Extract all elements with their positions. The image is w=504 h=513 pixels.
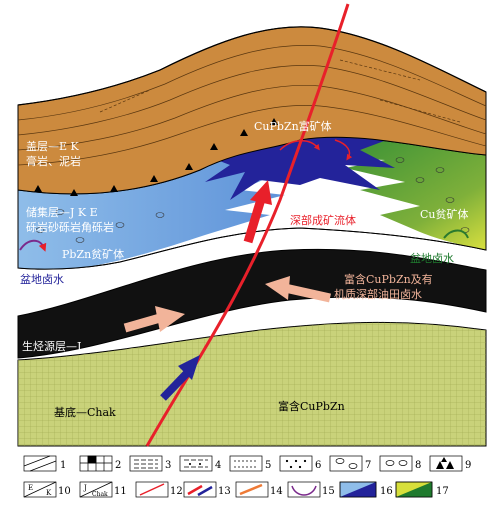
source-rock-label: 生烃源层—J bbox=[22, 339, 81, 353]
cap-rock-label-1: 盖层—E K bbox=[26, 139, 80, 153]
pbzn-lean-label: PbZn贫矿体 bbox=[62, 247, 124, 261]
legend-item-8: 8 bbox=[379, 455, 421, 472]
svg-text:10: 10 bbox=[58, 486, 71, 497]
source-rock-layer bbox=[17, 248, 487, 359]
legend-item-17: 17 bbox=[395, 481, 449, 498]
legend-row-2: E K 10 J Chak 11 12 13 14 bbox=[23, 481, 449, 498]
deep-brine-label-2: 机质深部油田卤水 bbox=[334, 287, 422, 301]
svg-text:17: 17 bbox=[436, 486, 449, 497]
svg-text:12: 12 bbox=[170, 486, 183, 497]
conglomerate-marks bbox=[35, 157, 470, 243]
circulation-arrow-left bbox=[19, 239, 47, 252]
svg-text:13: 13 bbox=[218, 486, 231, 497]
legend-item-10: E K 10 bbox=[23, 481, 71, 498]
migration-arrow-right bbox=[265, 276, 331, 303]
legend-item-1: 1 bbox=[23, 455, 66, 472]
svg-text:3: 3 bbox=[165, 460, 171, 471]
svg-text:6: 6 bbox=[315, 460, 321, 471]
svg-text:14: 14 bbox=[270, 486, 283, 497]
cap-rock-bedding bbox=[17, 45, 487, 166]
svg-text:15: 15 bbox=[322, 486, 335, 497]
circulation-arrow-top-right bbox=[334, 139, 353, 161]
lean-cu-ore-zone bbox=[300, 137, 486, 250]
svg-text:9: 9 bbox=[465, 460, 471, 471]
svg-text:16: 16 bbox=[380, 486, 393, 497]
legend-item-12: 12 bbox=[135, 481, 183, 498]
reservoir-label-1: 储集层—J K E bbox=[26, 205, 98, 219]
deep-blue-arrow bbox=[160, 355, 200, 401]
legend-item-2: 2 bbox=[79, 455, 121, 472]
legend-item-4: 4 bbox=[179, 455, 221, 472]
breccia-triangles bbox=[34, 118, 278, 196]
legend: 1 2 3 4 5 bbox=[23, 455, 471, 472]
svg-text:7: 7 bbox=[365, 460, 371, 471]
migration-arrow-left bbox=[123, 306, 185, 333]
rich-cupbzn-label: 富含CuPbZn bbox=[278, 399, 345, 413]
deep-fluid-arrow bbox=[243, 180, 272, 244]
svg-text:5: 5 bbox=[265, 460, 271, 471]
legend-item-11: J Chak 11 bbox=[79, 481, 127, 498]
legend-item-13: 13 bbox=[183, 481, 231, 498]
svg-text:8: 8 bbox=[415, 460, 421, 471]
svg-text:1: 1 bbox=[60, 460, 66, 471]
basin-brine-right-label: 盆地卤水 bbox=[410, 251, 454, 265]
reservoir-label-2: 砾岩砂砾岩角砾岩 bbox=[26, 220, 114, 234]
circulation-arrow-top bbox=[279, 140, 320, 151]
fault-line bbox=[145, 3, 350, 447]
svg-text:J: J bbox=[83, 484, 87, 492]
legend-item-9: 9 bbox=[429, 455, 471, 472]
legend-item-6: 6 bbox=[279, 455, 321, 472]
svg-text:Chak: Chak bbox=[92, 491, 108, 498]
cu-lean-label: Cu贫矿体 bbox=[420, 207, 469, 221]
basin-brine-left-label: 盆地卤水 bbox=[20, 272, 64, 286]
cupbzn-rich-label: CuPbZn富矿体 bbox=[254, 119, 332, 133]
svg-text:11: 11 bbox=[114, 486, 127, 497]
svg-text:4: 4 bbox=[215, 460, 221, 471]
legend-item-5: 5 bbox=[229, 455, 271, 472]
cap-rock-label-2: 膏岩、泥岩 bbox=[26, 154, 81, 168]
legend-item-14: 14 bbox=[235, 481, 283, 498]
legend-item-16: 16 bbox=[339, 481, 393, 498]
svg-text:K: K bbox=[46, 489, 52, 497]
legend-item-7: 7 bbox=[329, 455, 371, 472]
svg-text:E: E bbox=[28, 484, 33, 492]
deep-brine-label-1: 富含CuPbZn及有 bbox=[344, 272, 433, 286]
deep-fluid-label: 深部成矿流体 bbox=[290, 213, 356, 227]
legend-item-15: 15 bbox=[287, 481, 335, 498]
basement-label: 基底—Chak bbox=[54, 405, 116, 419]
circulation-arrow-right bbox=[443, 229, 469, 239]
svg-text:2: 2 bbox=[115, 460, 121, 471]
legend-item-3: 3 bbox=[129, 455, 171, 472]
